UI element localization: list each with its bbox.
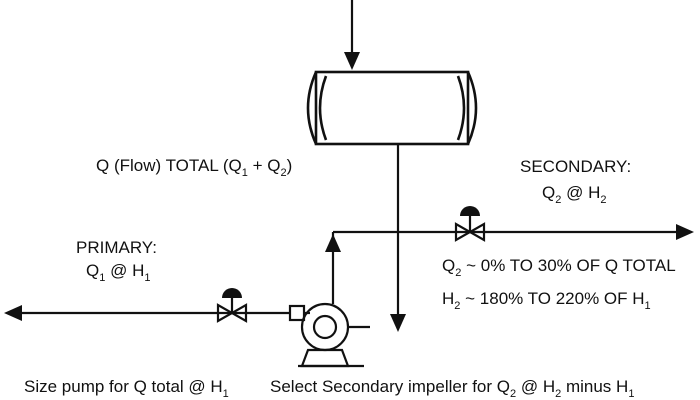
tank: [306, 70, 478, 146]
suction-line: [390, 144, 406, 332]
h2-range-label: H2 ~ 180% TO 220% OF H1: [442, 289, 651, 312]
pump-size-note: Size pump for Q total @ H1: [24, 377, 229, 400]
impeller-note: Select Secondary impeller for Q2 @ H2 mi…: [270, 377, 634, 400]
secondary-valve: [454, 206, 486, 242]
primary-title: PRIMARY:: [76, 238, 157, 257]
flow-total-label: Q (Flow) TOTAL (Q1 + Q2): [96, 156, 292, 179]
pump: [288, 302, 370, 368]
q2-range-label: Q2 ~ 0% TO 30% OF Q TOTAL: [442, 256, 676, 279]
inlet-line: [344, 0, 360, 70]
secondary-q-h: Q2 @ H2: [542, 183, 606, 206]
primary-valve: [216, 288, 248, 323]
riser-line: [325, 224, 694, 304]
secondary-title: SECONDARY:: [520, 157, 631, 176]
primary-line: [4, 305, 290, 321]
primary-q-h: Q1 @ H1: [86, 261, 150, 284]
